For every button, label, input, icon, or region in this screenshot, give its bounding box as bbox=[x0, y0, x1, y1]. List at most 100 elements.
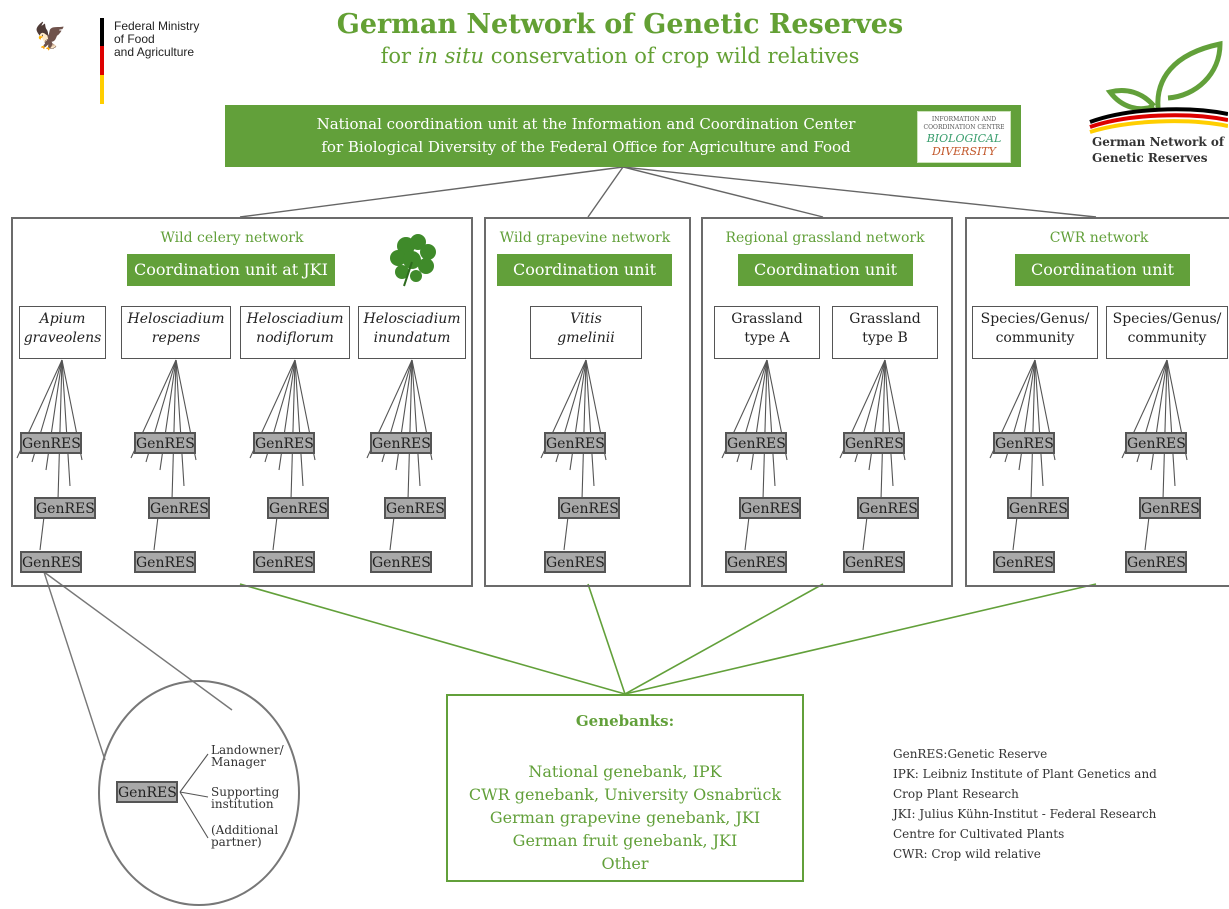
reserve-link-line bbox=[581, 359, 587, 501]
coordination-unit-box: Coordination unit at JKI bbox=[127, 254, 335, 286]
page-subtitle: for in situ conservation of crop wild re… bbox=[380, 44, 860, 68]
species-box: Species/Genus/community bbox=[1106, 306, 1228, 359]
network-title: Wild grapevine network bbox=[499, 230, 671, 246]
network-logo: German Network of Genetic Reserves bbox=[1088, 40, 1229, 175]
legend-line: Crop Plant Research bbox=[893, 787, 1019, 801]
partner-label: Landowner/Manager bbox=[211, 743, 284, 769]
genres-node: GenRES bbox=[1125, 551, 1187, 573]
species-box: Species/Genus/community bbox=[972, 306, 1098, 359]
genres-node: GenRES bbox=[725, 432, 787, 454]
federal-eagle-icon: 🦅 bbox=[34, 22, 67, 52]
genres-node: GenRES bbox=[993, 551, 1055, 573]
genres-node: GenRES bbox=[843, 551, 905, 573]
genres-node: GenRES bbox=[1125, 432, 1187, 454]
cwr-network-panel bbox=[965, 217, 1229, 587]
genebank-connector bbox=[624, 583, 824, 695]
genebank-item: CWR genebank, University Osnabrück bbox=[468, 785, 782, 804]
celery-leaf-icon bbox=[390, 234, 436, 287]
legend-line: IPK: Leibniz Institute of Plant Genetics… bbox=[893, 767, 1157, 781]
reserve-link-line bbox=[1030, 359, 1036, 501]
coordination-line: for Biological Diversity of the Federal … bbox=[321, 138, 851, 156]
zoom-line bbox=[43, 571, 106, 761]
genres-node: GenRES bbox=[20, 551, 82, 573]
genres-node: GenRES bbox=[725, 551, 787, 573]
legend-line: Centre for Cultivated Plants bbox=[893, 827, 1065, 841]
genebank-item: National genebank, IPK bbox=[528, 762, 722, 781]
genres-node: GenRES bbox=[253, 551, 315, 573]
national-coordination-unit: National coordination unit at the Inform… bbox=[225, 105, 1021, 167]
genebank-connector bbox=[239, 583, 626, 695]
legend-line: CWR: Crop wild relative bbox=[893, 847, 1041, 861]
genebanks-box: Genebanks: National genebank, IPK CWR ge… bbox=[446, 694, 804, 882]
genres-node: GenRES bbox=[370, 551, 432, 573]
german-flag-bar bbox=[100, 18, 104, 104]
genres-node: GenRES bbox=[148, 497, 210, 519]
wild-grapevine-network-panel bbox=[484, 217, 691, 587]
network-logo-text: German Network of bbox=[1092, 135, 1225, 149]
genebank-item: Other bbox=[601, 854, 649, 873]
reserve-link-line bbox=[61, 359, 71, 487]
wild-celery-network-panel bbox=[11, 217, 473, 587]
genres-detail-node: GenRES bbox=[116, 781, 178, 803]
genebank-connector bbox=[624, 583, 1097, 695]
genres-node: GenRES bbox=[384, 497, 446, 519]
genres-node: GenRES bbox=[20, 432, 82, 454]
grassland-network-panel bbox=[701, 217, 953, 587]
reserve-link-line bbox=[171, 359, 177, 501]
ministry-name-line: and Agriculture bbox=[114, 45, 195, 59]
coordination-unit-box: Coordination unit bbox=[497, 254, 672, 286]
network-title: CWR network bbox=[1049, 230, 1149, 246]
genebanks-heading: Genebanks: bbox=[575, 712, 675, 730]
genres-node: GenRES bbox=[857, 497, 919, 519]
reserve-link-line bbox=[411, 359, 421, 487]
genres-node: GenRES bbox=[544, 551, 606, 573]
genres-node: GenRES bbox=[739, 497, 801, 519]
reserve-link-line bbox=[175, 359, 185, 487]
genres-node: GenRES bbox=[134, 551, 196, 573]
coordination-line: National coordination unit at the Inform… bbox=[316, 115, 856, 133]
reserve-link-line bbox=[585, 359, 595, 487]
reserve-link-line bbox=[1034, 359, 1044, 487]
genebank-item: German grapevine genebank, JKI bbox=[489, 808, 761, 827]
genres-node: GenRES bbox=[544, 432, 606, 454]
network-title: Wild celery network bbox=[160, 230, 304, 246]
reserve-link-line bbox=[290, 359, 296, 501]
reserve-link-line bbox=[884, 359, 894, 487]
reserve-link-line bbox=[766, 359, 776, 487]
genres-detail-circle bbox=[98, 680, 300, 906]
genres-node: GenRES bbox=[134, 432, 196, 454]
genres-node: GenRES bbox=[1007, 497, 1069, 519]
coordination-unit-box: Coordination unit bbox=[738, 254, 913, 286]
ministry-name-line: Federal Ministry bbox=[114, 19, 200, 33]
reserve-link-line bbox=[294, 359, 304, 487]
reserve-link-line bbox=[762, 359, 768, 501]
legend: GenRES:Genetic Reserve IPK: Leibniz Inst… bbox=[893, 744, 1223, 864]
genres-node: GenRES bbox=[267, 497, 329, 519]
connector-line bbox=[587, 166, 624, 218]
connector-line bbox=[622, 166, 1097, 218]
genres-node: GenRES bbox=[558, 497, 620, 519]
genres-node: GenRES bbox=[993, 432, 1055, 454]
ministry-name-line: of Food bbox=[114, 32, 155, 46]
reserve-link-line bbox=[1162, 359, 1168, 501]
genres-node: GenRES bbox=[34, 497, 96, 519]
legend-line: GenRES:Genetic Reserve bbox=[893, 747, 1048, 761]
genres-node: GenRES bbox=[370, 432, 432, 454]
leaf-logo-icon bbox=[1089, 40, 1229, 134]
coordination-unit-box: Coordination unit bbox=[1015, 254, 1190, 286]
network-title: Regional grassland network bbox=[725, 230, 925, 246]
page-title-block: German Network of Genetic Reserves for i… bbox=[300, 8, 940, 70]
reserve-link-line bbox=[407, 359, 413, 501]
genres-node: GenRES bbox=[253, 432, 315, 454]
page-title: German Network of Genetic Reserves bbox=[336, 9, 904, 40]
genebank-item: German fruit genebank, JKI bbox=[512, 831, 738, 850]
connector-line bbox=[239, 166, 624, 218]
